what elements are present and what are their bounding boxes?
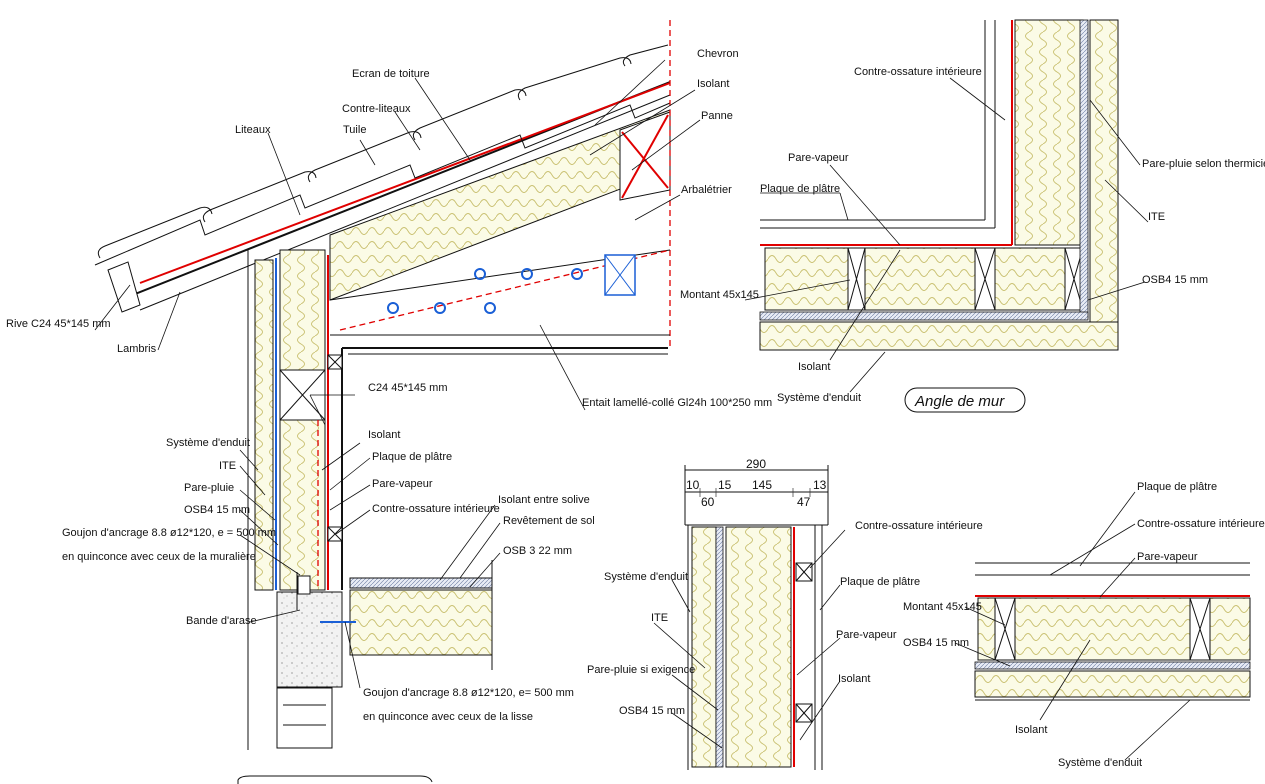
label-floor-pare-vapeur: Pare-vapeur	[1137, 551, 1198, 563]
corner-osb-v	[1079, 19, 1089, 319]
bolt-icons	[387, 268, 583, 314]
label-ecran: Ecran de toiture	[352, 68, 430, 80]
dim-145: 145	[752, 478, 772, 492]
label-section-plaque: Plaque de plâtre	[840, 576, 920, 588]
label-left-pare-pluie: Pare-pluie	[184, 482, 234, 494]
label-entrait: Entait lamellé-collé Gl24h 100*250 mm	[582, 397, 772, 409]
label-liteaux: Liteaux	[235, 124, 271, 136]
label-section-systeme-enduit: Système d'enduit	[604, 571, 688, 583]
label-angle-systeme-enduit: Système d'enduit	[777, 392, 861, 404]
label-angle-montant: Montant 45x145	[680, 289, 759, 301]
floor-ite-layer	[974, 670, 1251, 698]
label-section-osb: OSB4 15 mm	[619, 705, 685, 717]
label-bande-arase: Bande d'arase	[186, 615, 257, 627]
corner-osb-h	[759, 311, 1089, 321]
label-osb3: OSB 3 22 mm	[503, 545, 572, 557]
label-revetement: Revêtement de sol	[503, 515, 595, 527]
label-lambris: Lambris	[117, 343, 157, 355]
label-left-osb: OSB4 15 mm	[184, 504, 250, 516]
label-goujon-2: en quinconce avec ceux de la muralière	[62, 551, 256, 563]
label-angle-contre-ossature: Contre-ossature intérieure	[854, 66, 982, 78]
label-floor-plaque: Plaque de plâtre	[1137, 481, 1217, 493]
section-insulation	[725, 526, 792, 768]
label-roof-isolant: Isolant	[697, 78, 729, 90]
label-goujon-1: Goujon d'ancrage 8.8 ø12*120, e = 500 mm	[62, 527, 276, 539]
roof-tiles	[94, 44, 671, 266]
wall-corner-detail	[744, 19, 1149, 393]
corner-ite-h	[759, 321, 1119, 351]
label-angle-ite: ITE	[1148, 211, 1165, 223]
label-angle-pare-vapeur: Pare-vapeur	[788, 152, 849, 164]
label-left-ite: ITE	[219, 460, 236, 472]
label-goujon2-2: en quinconce avec ceux de la lisse	[363, 711, 533, 723]
foundation	[276, 591, 343, 688]
label-left-isolant: Isolant	[368, 429, 400, 441]
corner-ite-v	[1089, 19, 1119, 351]
dim-60: 60	[701, 495, 715, 509]
wall-section-detail	[653, 465, 846, 770]
label-goujon2-1: Goujon d'ancrage 8.8 ø12*120, e= 500 mm	[363, 687, 574, 699]
corner-insul-horizontal	[764, 247, 1084, 311]
label-left-pare-vapeur: Pare-vapeur	[372, 478, 433, 490]
label-left-systeme-enduit: Système d'enduit	[166, 437, 250, 449]
wall-ite	[254, 259, 274, 591]
section-osb	[715, 526, 724, 768]
label-arbaletrier: Arbalétrier	[681, 184, 732, 196]
label-section-pare-pluie: Pare-pluie si exigence	[587, 664, 695, 676]
label-floor-montant: Montant 45x145	[903, 601, 982, 613]
dim-total: 290	[746, 457, 766, 471]
label-panne: Panne	[701, 110, 733, 122]
angle-title: Angle de mur	[914, 393, 1005, 410]
dim-47: 47	[797, 495, 811, 509]
label-section-ite: ITE	[651, 612, 668, 624]
label-angle-pare-pluie: Pare-pluie selon thermicien	[1142, 158, 1265, 170]
label-left-plaque: Plaque de plâtre	[372, 451, 452, 463]
roof-detail	[94, 20, 701, 750]
dim-10: 10	[686, 478, 700, 492]
corner-insul-vertical	[1014, 19, 1084, 246]
dim-13: 13	[813, 478, 827, 492]
label-isolant-solive: Isolant entre solive	[498, 494, 590, 506]
floor-section-detail	[954, 491, 1251, 761]
label-rive: Rive C24 45*145 mm	[6, 318, 111, 330]
label-contre-liteaux: Contre-liteaux	[342, 103, 411, 115]
label-floor-contre-ossature: Contre-ossature intérieure	[1137, 518, 1265, 530]
dim-15: 15	[718, 478, 732, 492]
label-left-contre-ossature: Contre-ossature intérieure	[372, 503, 500, 515]
label-floor-isolant: Isolant	[1015, 724, 1047, 736]
floor-osb-layer	[974, 661, 1251, 670]
label-section-isolant: Isolant	[838, 673, 870, 685]
label-tuile: Tuile	[343, 124, 366, 136]
label-chevron: Chevron	[697, 48, 739, 60]
label-angle-plaque: Plaque de plâtre	[760, 183, 840, 195]
label-section-contre-ossature: Contre-ossature intérieure	[855, 520, 983, 532]
floor-insulation	[349, 589, 493, 656]
label-floor-osb: OSB4 15 mm	[903, 637, 969, 649]
section-ite	[691, 526, 717, 768]
label-angle-isolant: Isolant	[798, 361, 830, 373]
label-section-pare-vapeur: Pare-vapeur	[836, 629, 897, 641]
label-c24: C24 45*145 mm	[368, 382, 448, 394]
label-angle-osb: OSB4 15 mm	[1142, 274, 1208, 286]
angle-title-frame	[904, 387, 1026, 413]
label-floor-systeme-enduit: Système d'enduit	[1058, 757, 1142, 769]
